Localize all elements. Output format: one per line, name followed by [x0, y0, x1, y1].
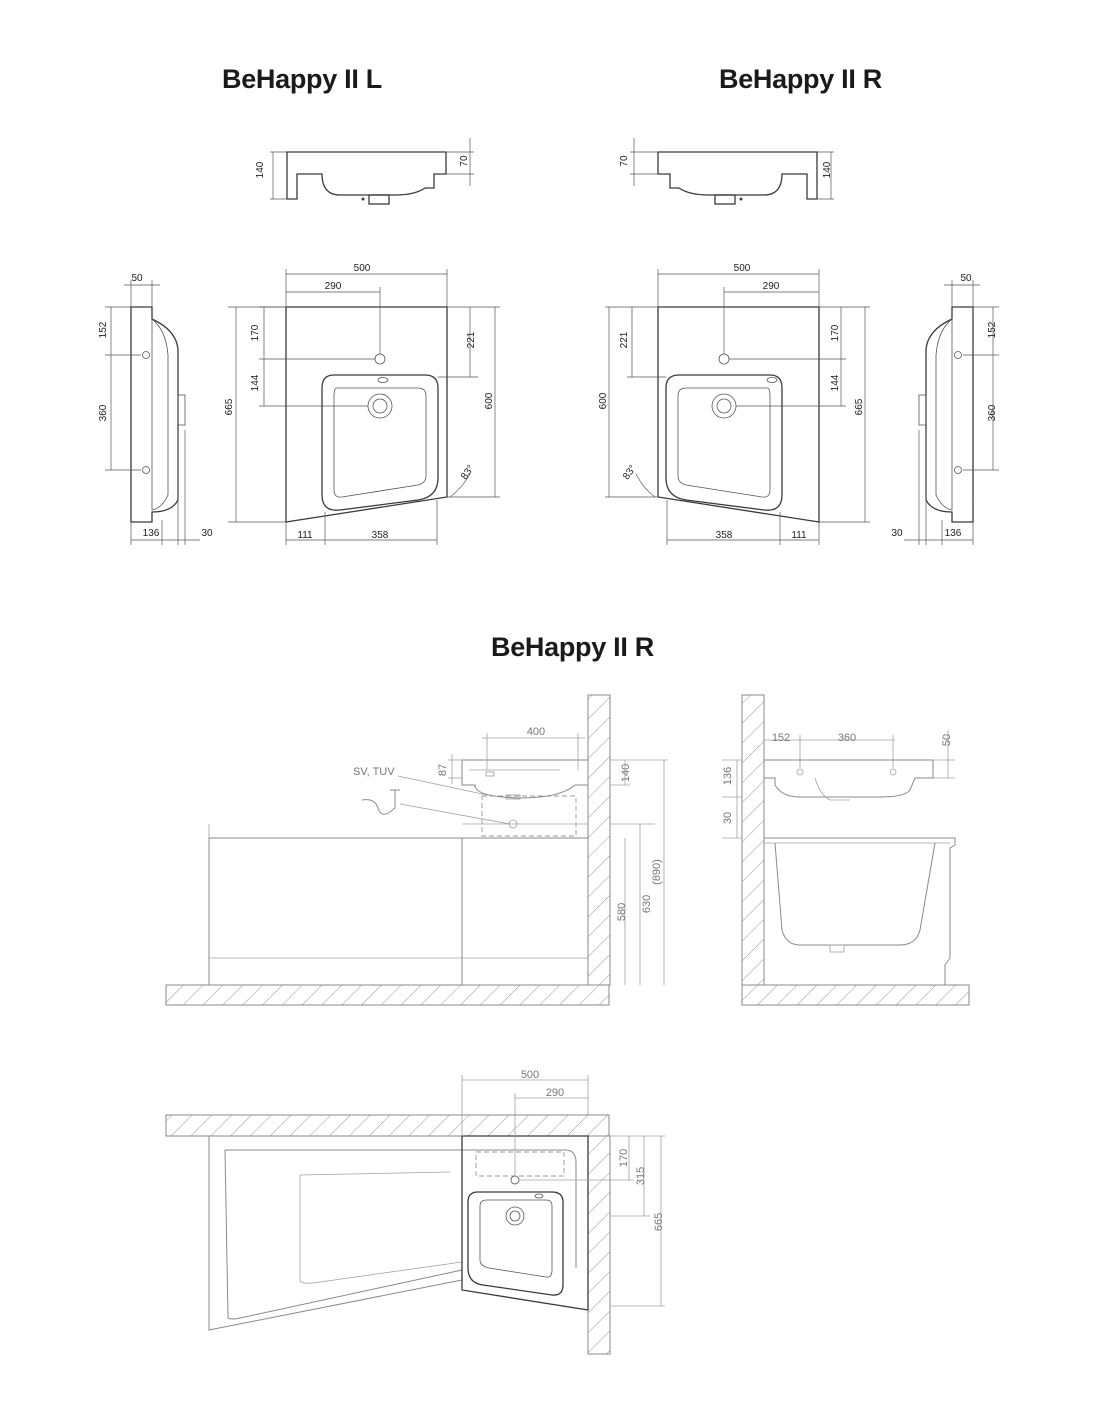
right-front-elevation: [630, 138, 834, 205]
left-side-view: [105, 280, 200, 545]
dim-left-side-360: 360: [98, 404, 109, 421]
dim-install-400: 400: [527, 726, 545, 738]
dim-right-side-30: 30: [891, 528, 903, 539]
title-behappy-ii-r: BeHappy II R: [719, 64, 882, 94]
dim-right-600: 600: [598, 392, 609, 409]
dim-left-500: 500: [354, 263, 371, 274]
dim-install-890: (890): [651, 859, 663, 885]
dim-install-side-136: 136: [722, 767, 734, 785]
right-side-view: [904, 280, 999, 545]
left-front-elevation: [270, 138, 474, 205]
dim-install-plan-665: 665: [653, 1213, 665, 1231]
dim-left-side-30: 30: [201, 528, 213, 539]
dim-left-70: 70: [459, 155, 470, 167]
title-behappy-ii-l: BeHappy II L: [222, 64, 382, 94]
dim-left-358: 358: [372, 530, 389, 541]
dim-right-side-50: 50: [960, 273, 972, 284]
dim-right-side-360: 360: [987, 404, 998, 421]
dim-install-plan-170: 170: [618, 1149, 630, 1167]
install-plan-view: [165, 1075, 665, 1355]
install-side-view: [722, 694, 970, 1006]
dim-right-140: 140: [822, 161, 833, 178]
dim-left-170: 170: [250, 324, 261, 341]
dim-install-plan-290: 290: [546, 1087, 564, 1099]
dim-left-side-50: 50: [131, 273, 143, 284]
dim-right-70: 70: [619, 155, 630, 167]
dim-install-side-152: 152: [772, 732, 790, 744]
dim-install-side-360: 360: [838, 732, 856, 744]
dim-left-side-136: 136: [143, 528, 160, 539]
dim-right-290: 290: [763, 281, 780, 292]
dim-left-angle: 83°: [459, 463, 477, 482]
dim-right-111: 111: [791, 530, 807, 541]
dim-left-600: 600: [484, 392, 495, 409]
dim-left-290: 290: [325, 281, 342, 292]
dim-right-500: 500: [734, 263, 751, 274]
dim-right-side-136: 136: [945, 528, 962, 539]
dim-install-side-50: 50: [941, 734, 953, 746]
dim-left-140: 140: [255, 161, 266, 178]
dim-right-358: 358: [716, 530, 733, 541]
dim-left-144: 144: [250, 374, 261, 391]
dim-right-144: 144: [830, 374, 841, 391]
dim-install-630: 630: [641, 895, 653, 913]
dim-left-111: 111: [297, 530, 313, 541]
dim-install-plan-500: 500: [521, 1069, 539, 1081]
dim-install-87: 87: [437, 764, 449, 776]
dim-install-plan-315: 315: [635, 1167, 647, 1185]
title-behappy-ii-r-installation: BeHappy II R: [491, 632, 654, 662]
dim-right-170: 170: [830, 324, 841, 341]
dim-right-665: 665: [854, 398, 865, 415]
right-plan-view: [605, 269, 870, 545]
dim-right-side-152: 152: [987, 321, 998, 338]
dim-install-side-30: 30: [722, 812, 734, 824]
label-sv-tuv: SV, TUV: [353, 766, 395, 778]
dim-install-580: 580: [616, 903, 628, 921]
dim-left-665: 665: [224, 398, 235, 415]
dim-install-140: 140: [620, 764, 632, 782]
dim-left-side-152: 152: [98, 321, 109, 338]
dim-left-221: 221: [466, 331, 477, 348]
install-front-view: [165, 694, 668, 1006]
dim-right-angle: 83°: [621, 463, 639, 482]
dim-right-221: 221: [619, 331, 630, 348]
left-plan-view: [228, 269, 500, 545]
